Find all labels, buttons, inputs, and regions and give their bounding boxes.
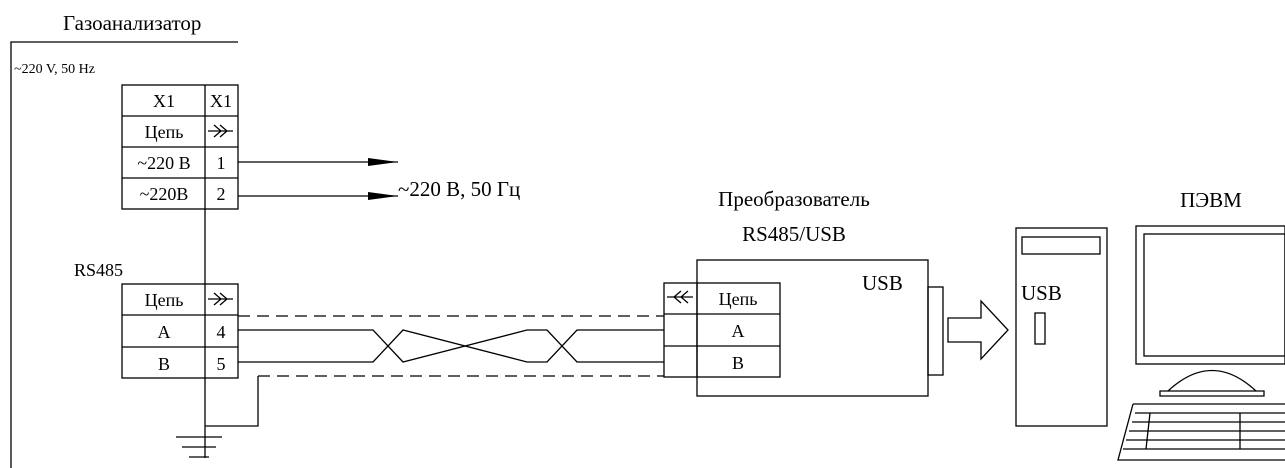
pc-title: ПЭВМ [1180, 188, 1242, 212]
converter-usb-port [927, 286, 944, 376]
rs485-pin-a-number: 4 [217, 322, 226, 342]
rs485-pin-b-name: В [158, 354, 170, 374]
rs485-socket-icon [208, 292, 233, 306]
converter-usb-label: USB [862, 271, 903, 295]
rs485-title: RS485 [74, 260, 123, 280]
usb-connection-arrow [947, 299, 1009, 361]
x1-pin1-number: 1 [217, 153, 226, 173]
pc-tower-icon [1015, 227, 1108, 427]
keyboard-icon [1117, 403, 1285, 461]
ground-icon [176, 436, 222, 458]
connector-x1-table [121, 84, 239, 210]
device-power-label: ~220 V, 50 Hz [14, 62, 95, 77]
shielded-cable [205, 315, 664, 427]
x1-circuit-label: Цепь [145, 122, 184, 142]
x1-pin1-name: ~220 В [137, 153, 190, 173]
x1-header-right: X1 [210, 91, 232, 111]
converter-table [663, 282, 781, 378]
rs485-pin-a-name: А [158, 322, 171, 342]
converter-title-line2: RS485/USB [742, 222, 846, 246]
monitor-icon [1135, 225, 1285, 397]
rs485-circuit-label: Цепь [145, 290, 184, 310]
converter-plug-icon [667, 290, 693, 304]
rs485-table [121, 283, 239, 379]
x1-socket-icon [208, 124, 233, 138]
converter-pin-a: А [732, 321, 745, 341]
converter-title-line1: Преобразователь [718, 187, 870, 211]
x1-pin2-name: ~220В [140, 184, 189, 204]
x1-pin2-number: 2 [217, 184, 226, 204]
converter-circuit-label: Цепь [719, 289, 758, 309]
converter-pin-b: В [732, 353, 744, 373]
mains-label: ~220 В, 50 Гц [398, 177, 520, 201]
device-title: Газоанализатор [63, 11, 201, 35]
rs485-pin-b-number: 5 [217, 354, 226, 374]
x1-header-left: X1 [153, 91, 175, 111]
pc-usb-label: USB [1021, 281, 1062, 305]
device-enclosure [10, 41, 238, 468]
